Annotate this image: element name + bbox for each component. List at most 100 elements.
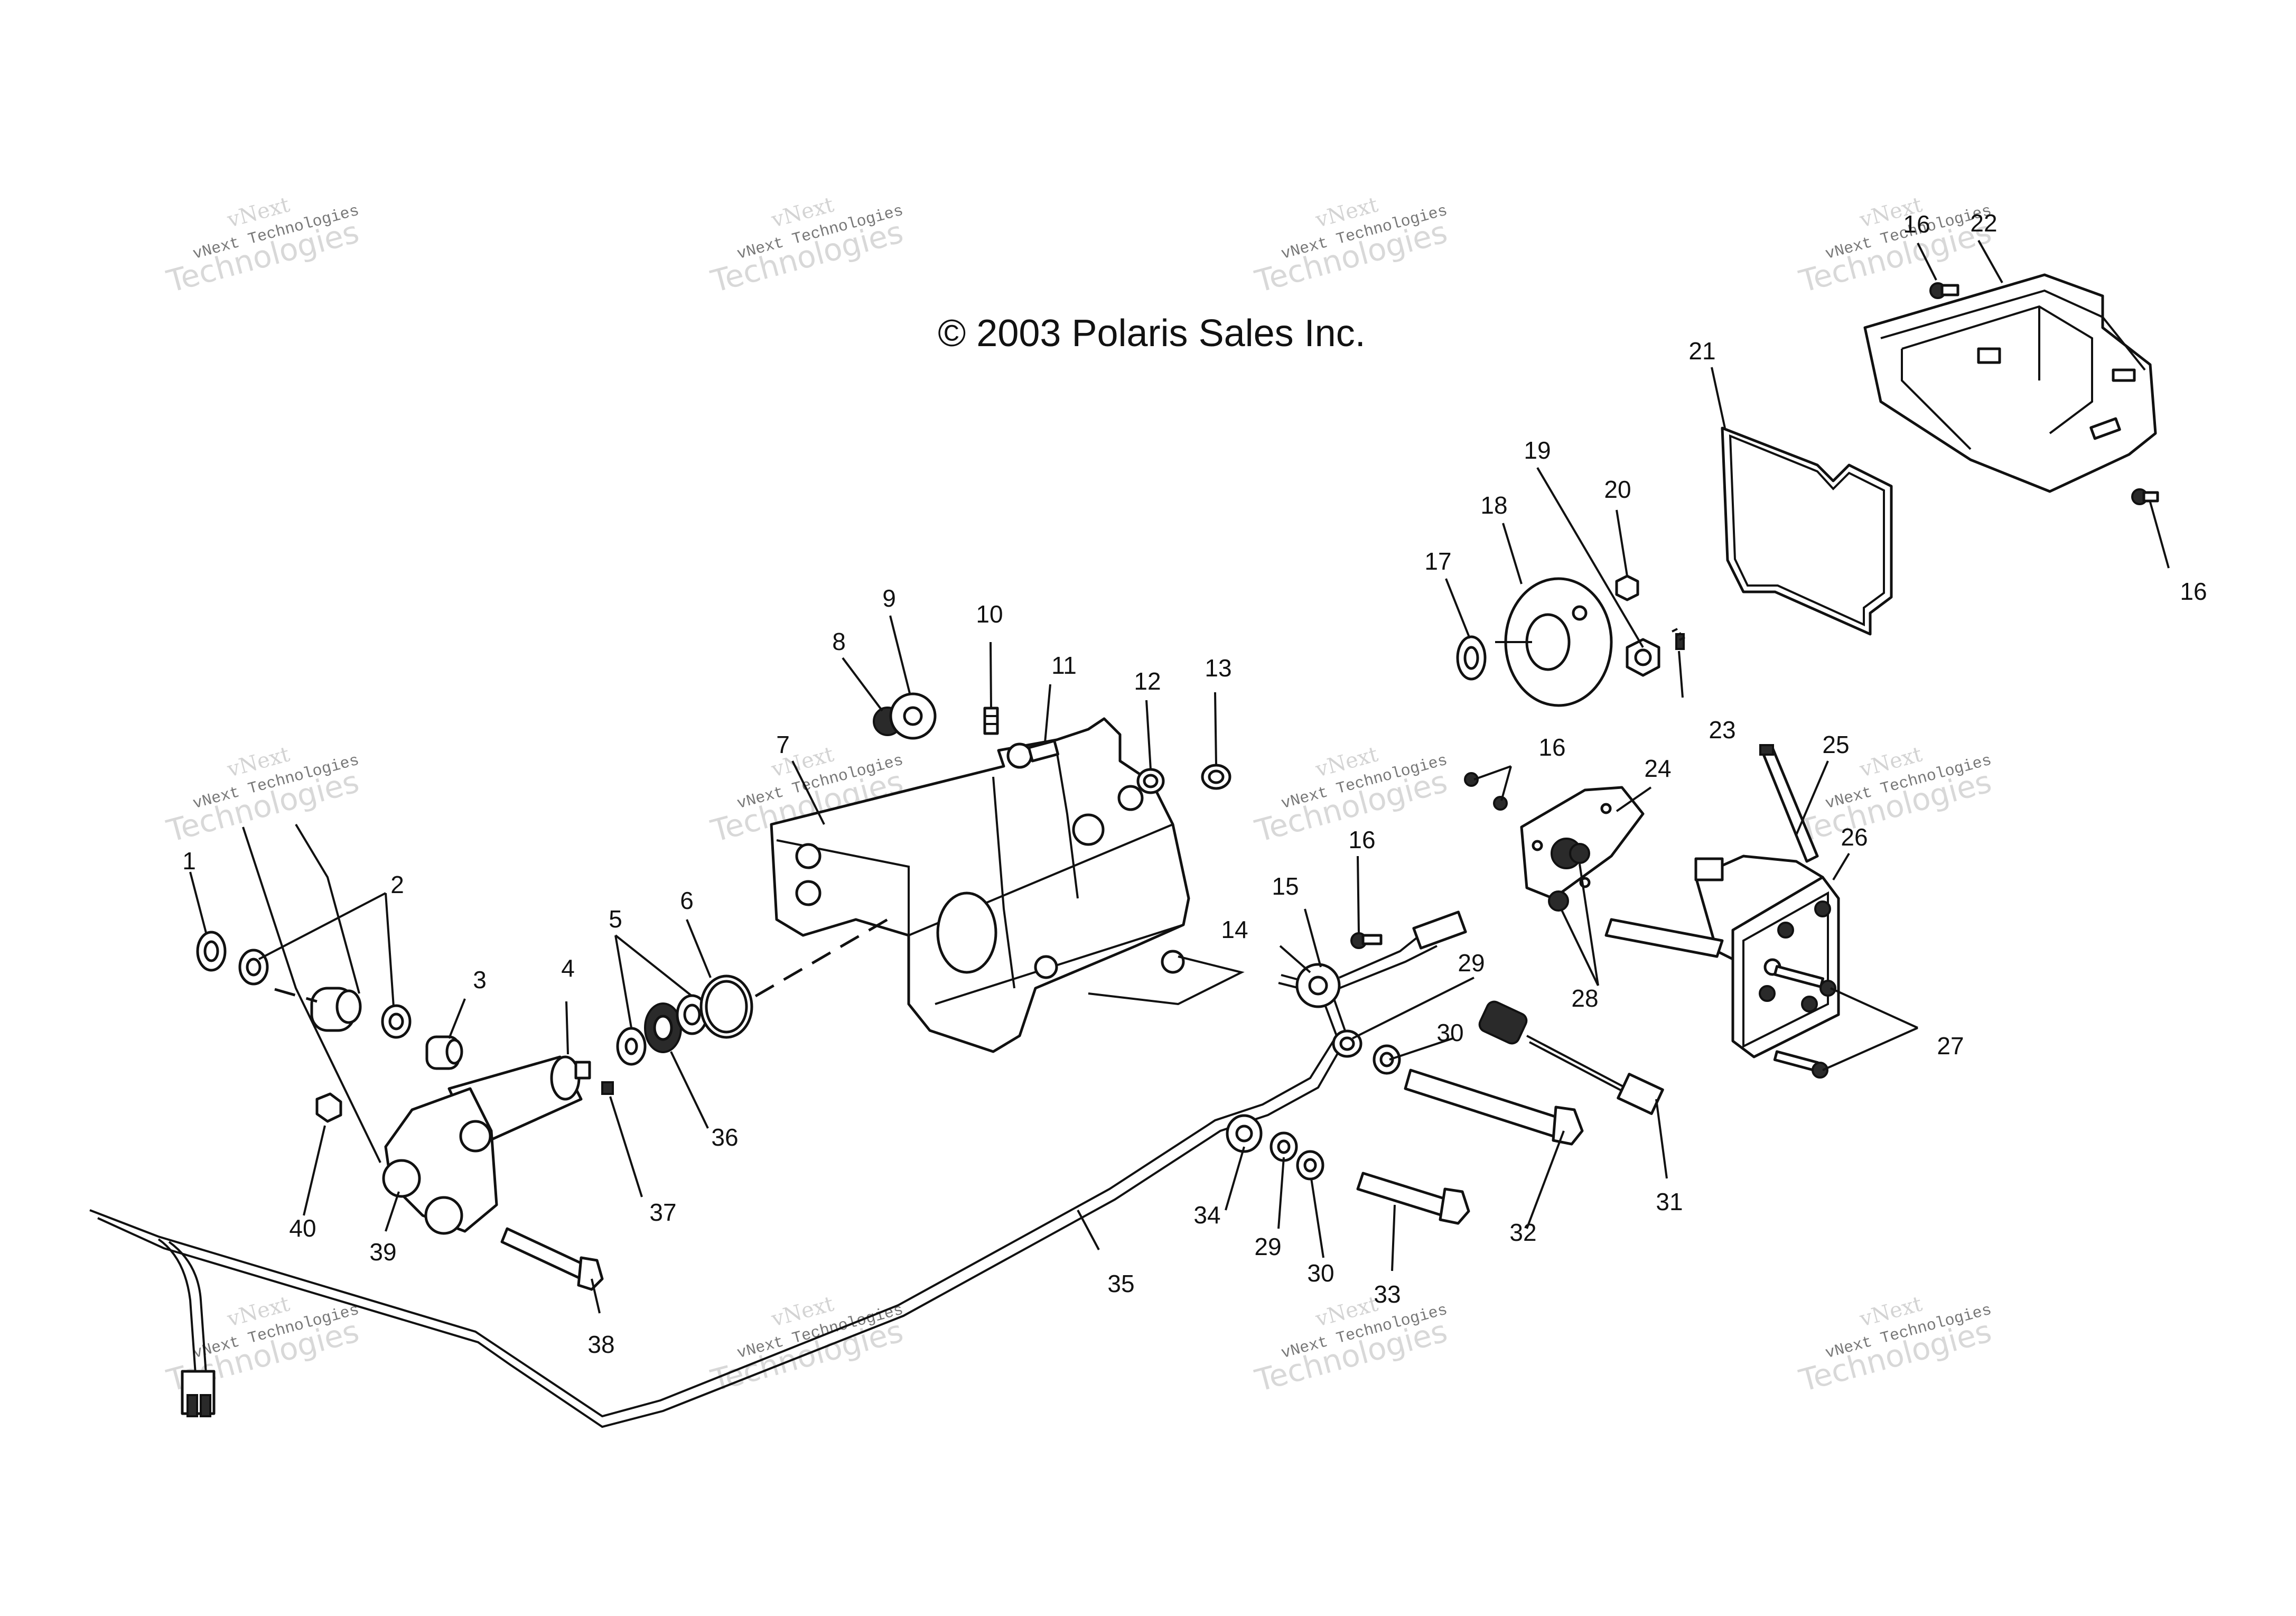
- callout-label: 23: [1709, 716, 1735, 744]
- motor-actuator: [1604, 855, 1840, 1058]
- callout-label: 39: [369, 1238, 396, 1266]
- callout-label: 3: [473, 966, 487, 993]
- screw: [1493, 796, 1508, 811]
- bolt: [500, 1227, 604, 1291]
- screw: [1464, 772, 1479, 787]
- nut: [1548, 843, 1590, 912]
- callout-label: 16: [1903, 210, 1930, 238]
- callout-label: 38: [587, 1331, 614, 1358]
- washer: [196, 931, 227, 972]
- screw: [1773, 965, 1836, 997]
- grease-fitting: [983, 707, 999, 735]
- callout-label: 16: [1348, 826, 1375, 853]
- sensor-plug: [1295, 911, 1467, 1008]
- watermark: vNext vNext Technologies Technologies: [1251, 192, 1451, 300]
- bushing: [425, 1035, 463, 1070]
- callout-label: 33: [1374, 1280, 1401, 1308]
- pulley: [1495, 577, 1613, 707]
- callout-label: 30: [1307, 1259, 1334, 1287]
- callout-label: 29: [1254, 1233, 1281, 1260]
- gasket: [1721, 426, 1893, 636]
- callout-label: 26: [1841, 823, 1868, 851]
- callout-label: 10: [976, 600, 1003, 628]
- alignment-line: [274, 988, 318, 1003]
- callout-label: 4: [561, 954, 575, 982]
- callout-label: 7: [776, 731, 790, 758]
- bracket-housing: [770, 717, 1245, 1053]
- copyright-notice: © 2003 Polaris Sales Inc.: [938, 312, 1365, 355]
- shaft-rod: [1759, 744, 1819, 863]
- callout-label: 8: [832, 628, 846, 655]
- callout-label: 9: [882, 584, 896, 612]
- alignment-line: [754, 918, 889, 998]
- set-screw: [601, 1081, 614, 1095]
- callout-label: 25: [1822, 731, 1849, 758]
- callout-label: 5: [609, 905, 622, 933]
- bolt: [1356, 1172, 1470, 1225]
- callout-labels: 1 2 3 4 5 6 7 8 9 10 11 12 13 14 15 16 1…: [182, 209, 2207, 1358]
- screw: [2131, 488, 2159, 505]
- solenoid: [1478, 1000, 1664, 1115]
- watermark: vNext vNext Technologies Technologies: [707, 192, 907, 300]
- callout-label: 36: [711, 1123, 738, 1151]
- callout-label: 11: [1051, 652, 1077, 679]
- callout-label: 1: [182, 847, 196, 875]
- callout-label: 35: [1107, 1270, 1134, 1297]
- watermark: vNext vNext Technologies Technologies: [707, 1292, 907, 1399]
- callout-label: 32: [1509, 1219, 1536, 1246]
- callout-label: 29: [1458, 949, 1485, 977]
- bushing: [1201, 764, 1231, 790]
- watermark: vNext vNext Technologies Technologies: [1795, 192, 1995, 300]
- callout-label: 6: [680, 887, 694, 914]
- washer: [616, 1027, 647, 1066]
- washer: [1332, 1029, 1362, 1058]
- callout-label: 15: [1272, 872, 1299, 900]
- callout-label: 21: [1688, 337, 1715, 365]
- callout-label: 27: [1937, 1032, 1964, 1060]
- callout-label: 17: [1424, 547, 1451, 575]
- bolt: [1404, 1069, 1584, 1146]
- screw: [1929, 282, 1959, 299]
- seal: [644, 1002, 682, 1053]
- washer: [1226, 1114, 1263, 1153]
- watermark: vNext vNext Technologies Technologies: [163, 192, 362, 300]
- screw: [1773, 1050, 1828, 1079]
- callout-label: 22: [1970, 209, 1997, 237]
- hex-nut: [1615, 574, 1639, 601]
- cover-housing: [1863, 273, 2157, 493]
- callout-label: 12: [1134, 667, 1161, 695]
- washer: [381, 1004, 412, 1039]
- callout-label: 18: [1480, 491, 1507, 519]
- set-screw: [1675, 633, 1685, 650]
- spring: [1672, 628, 1685, 641]
- shaft-bracket: [382, 1055, 591, 1235]
- callout-label: 28: [1571, 985, 1598, 1012]
- watermark: vNext vNext Technologies Technologies: [1795, 1292, 1995, 1399]
- callout-label: 20: [1604, 476, 1631, 503]
- callout-label: 16: [1538, 733, 1565, 761]
- hex-nut: [1626, 638, 1660, 677]
- washer: [1270, 1131, 1298, 1162]
- watermark: vNext vNext Technologies Technologies: [1251, 1292, 1451, 1399]
- washer: [1373, 1044, 1401, 1075]
- callout-label: 19: [1524, 436, 1551, 464]
- callout-label: 31: [1656, 1188, 1683, 1215]
- callout-label: 24: [1644, 755, 1671, 782]
- hex-nut: [315, 1092, 342, 1123]
- watermark: vNext vNext Technologies Technologies: [163, 742, 362, 849]
- washer: [1296, 1150, 1324, 1181]
- callout-label: 2: [390, 871, 404, 898]
- pin: [1027, 739, 1060, 763]
- washer: [238, 949, 269, 986]
- gear-assembly: [873, 692, 937, 740]
- washer: [1456, 635, 1487, 681]
- callout-label: 16: [2180, 578, 2207, 605]
- callout-label: 30: [1436, 1019, 1463, 1046]
- callout-label: 40: [289, 1214, 316, 1242]
- callout-label: 37: [649, 1199, 676, 1226]
- callout-label: 34: [1193, 1201, 1220, 1229]
- callout-label: 14: [1221, 916, 1248, 943]
- screw: [1350, 932, 1383, 949]
- spacer: [310, 987, 362, 1032]
